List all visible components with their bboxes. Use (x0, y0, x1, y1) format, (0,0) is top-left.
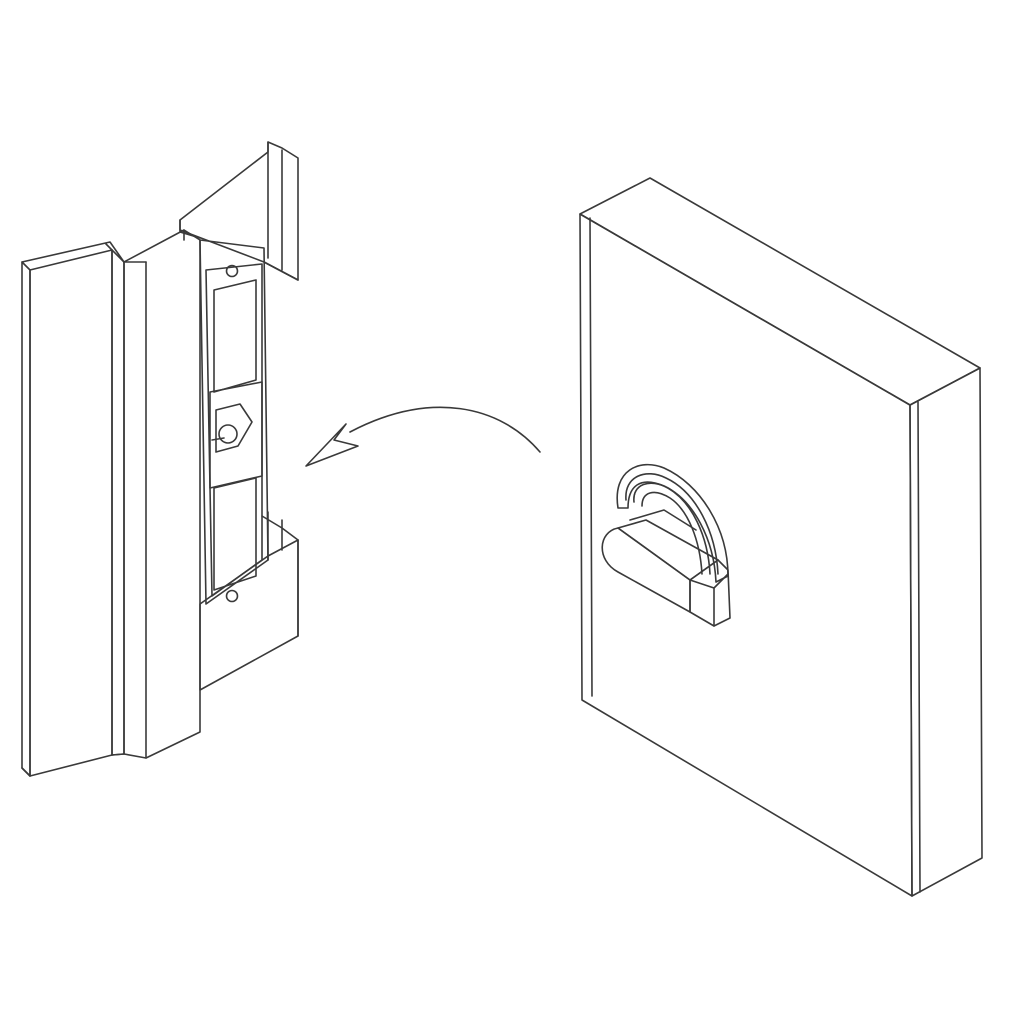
curved-direction-arrow (305, 406, 541, 467)
screw-top (225, 264, 239, 278)
door-frame-profile (21, 141, 299, 777)
screw-bottom (225, 589, 239, 603)
strike-plate (199, 239, 269, 605)
door-panel (579, 177, 983, 897)
frame-top-channel (179, 141, 299, 281)
frame-vertical-profile (21, 229, 201, 777)
latch-keeper (209, 381, 263, 489)
latch-bolt (601, 463, 731, 627)
